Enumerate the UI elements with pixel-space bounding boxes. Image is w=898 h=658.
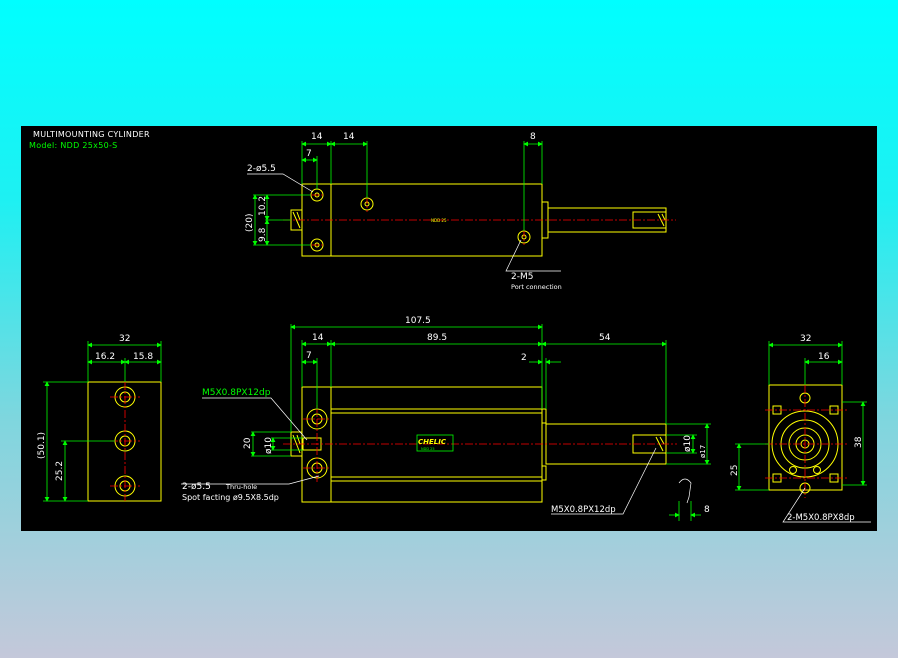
front-dim-d10-right: ø10 [683,435,693,452]
right-dim-32: 32 [800,334,811,344]
front-brand-logo: CHELIC [418,438,447,446]
front-thread-callout-left: M5X0.8PX12dp [202,388,271,398]
right-end-view: 32 16 38 25 2-M5X0.8PX8dp [730,334,871,523]
top-view: NDD 25 14 14 7 8 (20) 10.2 9.8 2-ø5.5 2-… [245,132,676,291]
top-dim-7: 7 [306,149,312,159]
top-body-outline [301,183,543,257]
cad-drawing: MULTIMOUNTING CYLINDER Model: NDD 25x50-… [21,126,877,531]
top-dim-10-2: 10.2 [258,196,268,216]
front-spot-callout: Spot facting ø9.5X8.5dp [182,493,279,502]
top-dim-20: (20) [245,214,255,232]
front-dim-89-5: 89.5 [427,333,447,343]
front-view: CHELIC NDD 25 107.5 14 89.5 54 7 2 20 ø1… [181,316,711,521]
top-port-note: Port connection [511,283,562,291]
front-dim-2: 2 [521,353,527,363]
front-dim-tip-8: 8 [704,505,710,515]
top-port-callout: 2-M5 [511,272,533,282]
top-dim-14b: 14 [343,132,355,142]
front-dim-14: 14 [312,333,324,343]
front-dim-d17: ø17 [699,445,707,458]
front-dim-d10-left: ø10 [264,437,274,454]
drawing-title: MULTIMOUNTING CYLINDER [33,130,150,139]
left-dim-16-2: 16.2 [95,352,115,362]
left-dim-15-8: 15.8 [133,352,153,362]
top-dim-14a: 14 [311,132,323,142]
front-brand-sub: NDD 25 [421,447,435,451]
front-hole-callout: 2-ø5.5 [182,482,211,492]
left-body-outline [87,381,162,502]
front-hole-note: Thru-hole [225,483,257,491]
left-dim-25-2: 25.2 [55,461,65,481]
front-dim-7: 7 [306,351,312,361]
right-thread-callout: 2-M5X0.8PX8dp [787,513,855,523]
top-hole-callout: 2-ø5.5 [247,164,276,174]
top-dim-8: 8 [530,132,536,142]
top-dim-9-8: 9.8 [258,227,268,242]
left-end-view: 32 16.2 15.8 (50.1) 25.2 [37,334,162,502]
right-dim-25: 25 [730,465,740,476]
front-thread-callout-rod: M5X0.8PX12dp [551,505,616,515]
cad-svg: MULTIMOUNTING CYLINDER Model: NDD 25x50-… [29,130,871,523]
model-label: Model: NDD 25x50-S [29,141,118,150]
left-dim-32: 32 [119,334,130,344]
right-dim-38: 38 [854,436,864,448]
right-dim-16: 16 [818,352,830,362]
top-body-label: NDD 25 [431,218,447,223]
right-body-outline [768,384,843,491]
front-dim-54: 54 [599,333,611,343]
front-dim-20: 20 [243,437,253,449]
left-dim-50-1: (50.1) [37,432,47,459]
front-dim-107-5: 107.5 [405,316,431,326]
